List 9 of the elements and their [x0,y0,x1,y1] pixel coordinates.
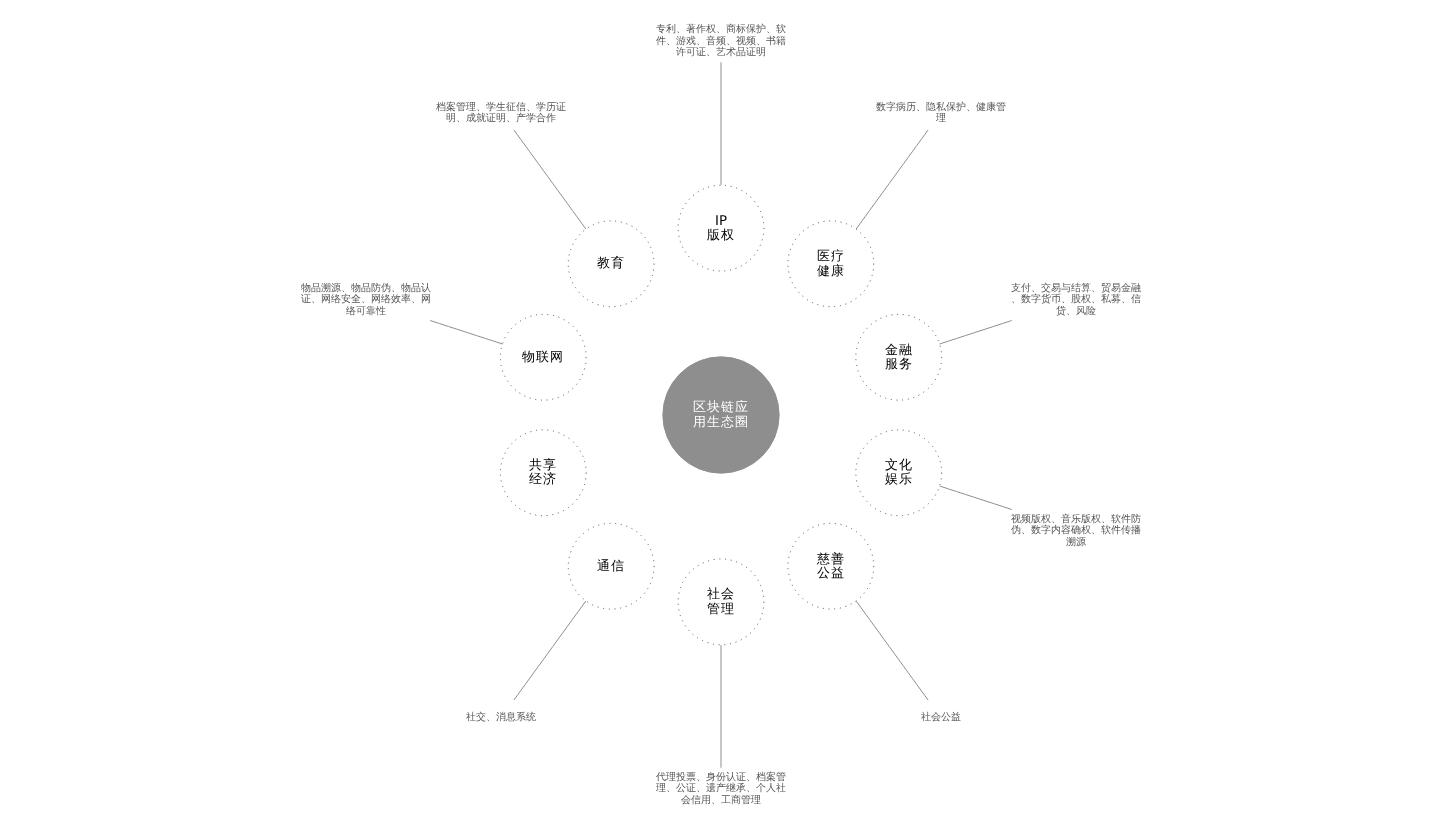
connector [855,129,929,230]
connector [855,600,929,701]
connector [939,320,1013,345]
connector [429,320,503,345]
connector [513,600,587,701]
connector [720,61,722,186]
connector [720,644,722,769]
connector [513,129,587,230]
connector [939,485,1013,510]
